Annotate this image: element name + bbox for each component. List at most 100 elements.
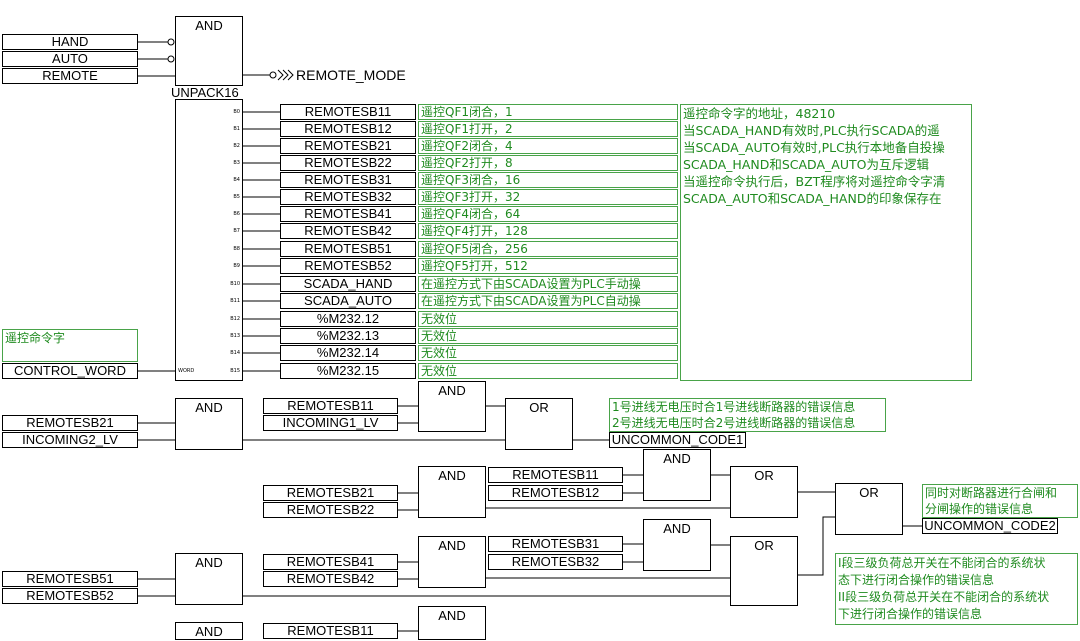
or-block-j[interactable]: OR xyxy=(730,536,798,606)
comment-line: 2号进线无电压时合2号进线断路器的错误信息 xyxy=(612,416,856,430)
bit-comment[interactable]: 在遥控方式下由SCADA设置为PLC手动操 xyxy=(418,276,678,292)
pin-b10: B10 xyxy=(230,281,240,287)
uncommon-code2-variable[interactable]: UNCOMMON_CODE2 xyxy=(922,518,1058,534)
unpack-output-variable[interactable]: REMOTESB41 xyxy=(280,206,416,222)
and-h-input-remotesb41[interactable]: REMOTESB41 xyxy=(263,554,398,570)
note-line: 当SCADA_AUTO有效时,PLC执行本地备自投操 xyxy=(683,140,945,155)
wire xyxy=(798,516,835,576)
bit-comment[interactable]: 遥控QF5打开，512 xyxy=(418,258,678,274)
and-block-b[interactable]: AND xyxy=(418,381,486,432)
code1-comment[interactable]: 1号进线无电压时合1号进线断路器的错误信息 2号进线无电压时合2号进线断路器的错… xyxy=(609,398,886,432)
or-block-e[interactable]: OR xyxy=(730,466,798,518)
unpack-output-variable[interactable]: REMOTESB32 xyxy=(280,189,416,205)
bit-comment[interactable]: 在遥控方式下由SCADA设置为PLC自动操 xyxy=(418,293,678,309)
and-block-label: AND xyxy=(438,383,466,398)
unpack-output-variable[interactable]: REMOTESB31 xyxy=(280,172,416,188)
bit-comment[interactable]: 无效位 xyxy=(418,328,678,344)
hand-variable[interactable]: HAND xyxy=(2,34,138,50)
pin-b15: B15 xyxy=(230,368,240,374)
unpack-output-variable[interactable]: REMOTESB12 xyxy=(280,121,416,137)
and-l-input-remotesb11[interactable]: REMOTESB11 xyxy=(263,623,398,639)
bit-comment[interactable]: 无效位 xyxy=(418,345,678,361)
and-g-input-remotesb52[interactable]: REMOTESB52 xyxy=(2,588,138,604)
remote-mode-output-label[interactable]: REMOTE_MODE xyxy=(296,67,406,83)
comment-line: II段三级负荷总开关在不能闭合的系统状 xyxy=(838,590,1050,604)
and-g-input-remotesb51[interactable]: REMOTESB51 xyxy=(2,571,138,587)
and-b-input-remotesb11[interactable]: REMOTESB11 xyxy=(263,398,398,414)
unpack-output-variable[interactable]: REMOTESB42 xyxy=(280,223,416,239)
bit-comment[interactable]: 无效位 xyxy=(418,363,678,379)
unpack-output-variable[interactable]: REMOTESB52 xyxy=(280,258,416,274)
unpack-output-variable[interactable]: SCADA_HAND xyxy=(280,276,416,292)
and-block-d[interactable]: AND xyxy=(643,449,711,501)
unpack-output-variable[interactable]: %M232.13 xyxy=(280,328,416,344)
pin-b9: B9 xyxy=(233,263,240,269)
and-c-input-remotesb22[interactable]: REMOTESB22 xyxy=(263,502,398,518)
and-i-input-remotesb32[interactable]: REMOTESB32 xyxy=(488,554,623,570)
negation-circle xyxy=(269,71,277,79)
control-word-variable[interactable]: CONTROL_WORD xyxy=(2,363,138,379)
unpack-output-variable[interactable]: REMOTESB21 xyxy=(280,138,416,154)
unpack-output-variable[interactable]: %M232.12 xyxy=(280,311,416,327)
unpack-output-variable[interactable]: REMOTESB11 xyxy=(280,104,416,120)
output-arrow-icon xyxy=(277,69,294,81)
unpack16-block-title: UNPACK16 xyxy=(171,85,239,100)
and-block-c[interactable]: AND xyxy=(418,466,486,518)
unpack-output-variable[interactable]: REMOTESB22 xyxy=(280,155,416,171)
and-block-h[interactable]: AND xyxy=(418,536,486,588)
bit-comment[interactable]: 遥控QF3打开，32 xyxy=(418,189,678,205)
and-block-g[interactable]: AND xyxy=(175,553,243,605)
remote-variable[interactable]: REMOTE xyxy=(2,68,138,84)
bit-comment[interactable]: 遥控QF1打开，2 xyxy=(418,121,678,137)
and-block-l[interactable]: AND xyxy=(418,606,486,640)
bit-comment[interactable]: 无效位 xyxy=(418,311,678,327)
code2-comment[interactable]: 同时对断路器进行合闸和 分闸操作的错误信息 xyxy=(922,484,1078,518)
or-block-code2[interactable]: OR xyxy=(835,483,903,535)
auto-variable[interactable]: AUTO xyxy=(2,51,138,67)
and-block-a[interactable]: AND xyxy=(175,398,243,450)
bit-comment[interactable]: 遥控QF4打开，128 xyxy=(418,223,678,239)
negation-circle xyxy=(167,55,175,63)
bit-comment[interactable]: 遥控QF3闭合，16 xyxy=(418,172,678,188)
wire xyxy=(398,405,418,424)
unpack16-block[interactable]: B0 B1 B2 B3 B4 B5 B6 B7 B8 B9 B10 B11 B1… xyxy=(175,99,243,381)
load-switch-comment[interactable]: I段三级负荷总开关在不能闭合的系统状 态下进行闭合操作的错误信息 II段三级负荷… xyxy=(835,553,1078,625)
wire xyxy=(623,543,643,563)
and-d-input-remotesb12[interactable]: REMOTESB12 xyxy=(488,485,623,501)
and-block-remote-mode[interactable]: AND xyxy=(175,16,243,86)
control-word-comment[interactable]: 遥控命令字 xyxy=(2,329,138,362)
pin-b7: B7 xyxy=(233,228,240,234)
and-block-label: AND xyxy=(663,521,691,536)
comment-line: 分闸操作的错误信息 xyxy=(925,502,1034,516)
wire xyxy=(138,578,175,597)
and-a-input-incoming2-lv[interactable]: INCOMING2_LV xyxy=(2,432,138,448)
bit-comment[interactable]: 遥控QF2打开，8 xyxy=(418,155,678,171)
wire xyxy=(398,561,418,580)
and-a-input-remotesb21[interactable]: REMOTESB21 xyxy=(2,415,138,431)
bit-comment[interactable]: 遥控QF4闭合，64 xyxy=(418,206,678,222)
and-d-input-remotesb11[interactable]: REMOTESB11 xyxy=(488,467,623,483)
or-block-label: OR xyxy=(529,400,549,415)
and-c-input-remotesb21[interactable]: REMOTESB21 xyxy=(263,485,398,501)
unpack-output-variable[interactable]: %M232.15 xyxy=(280,363,416,379)
uncommon-code1-variable[interactable]: UNCOMMON_CODE1 xyxy=(609,432,746,448)
unpack-output-variable[interactable]: SCADA_AUTO xyxy=(280,293,416,309)
and-b-input-incoming1-lv[interactable]: INCOMING1_LV xyxy=(263,415,398,431)
or-block-label: OR xyxy=(859,485,879,500)
bit-comment[interactable]: 遥控QF5闭合，256 xyxy=(418,241,678,257)
or-block-code1[interactable]: OR xyxy=(505,398,573,450)
bit-comment[interactable]: 遥控QF1闭合，1 xyxy=(418,104,678,120)
and-h-input-remotesb42[interactable]: REMOTESB42 xyxy=(263,571,398,587)
and-block-k[interactable]: AND xyxy=(175,622,243,640)
bit-comment[interactable]: 遥控QF2闭合，4 xyxy=(418,138,678,154)
unpack-output-variable[interactable]: %M232.14 xyxy=(280,345,416,361)
pin-b3: B3 xyxy=(233,160,240,166)
address-note-comment[interactable]: 遥控命令字的地址，48210 当SCADA_HAND有效时,PLC执行SCADA… xyxy=(680,104,972,381)
and-i-input-remotesb31[interactable]: REMOTESB31 xyxy=(488,536,623,552)
note-line: 当遥控命令执行后，BZT程序将对遥控命令字清 xyxy=(683,174,946,189)
unpack-output-variable[interactable]: REMOTESB51 xyxy=(280,241,416,257)
comment-line: 态下进行闭合操作的错误信息 xyxy=(838,573,995,587)
pin-b12: B12 xyxy=(230,316,240,322)
and-block-i[interactable]: AND xyxy=(643,519,711,571)
